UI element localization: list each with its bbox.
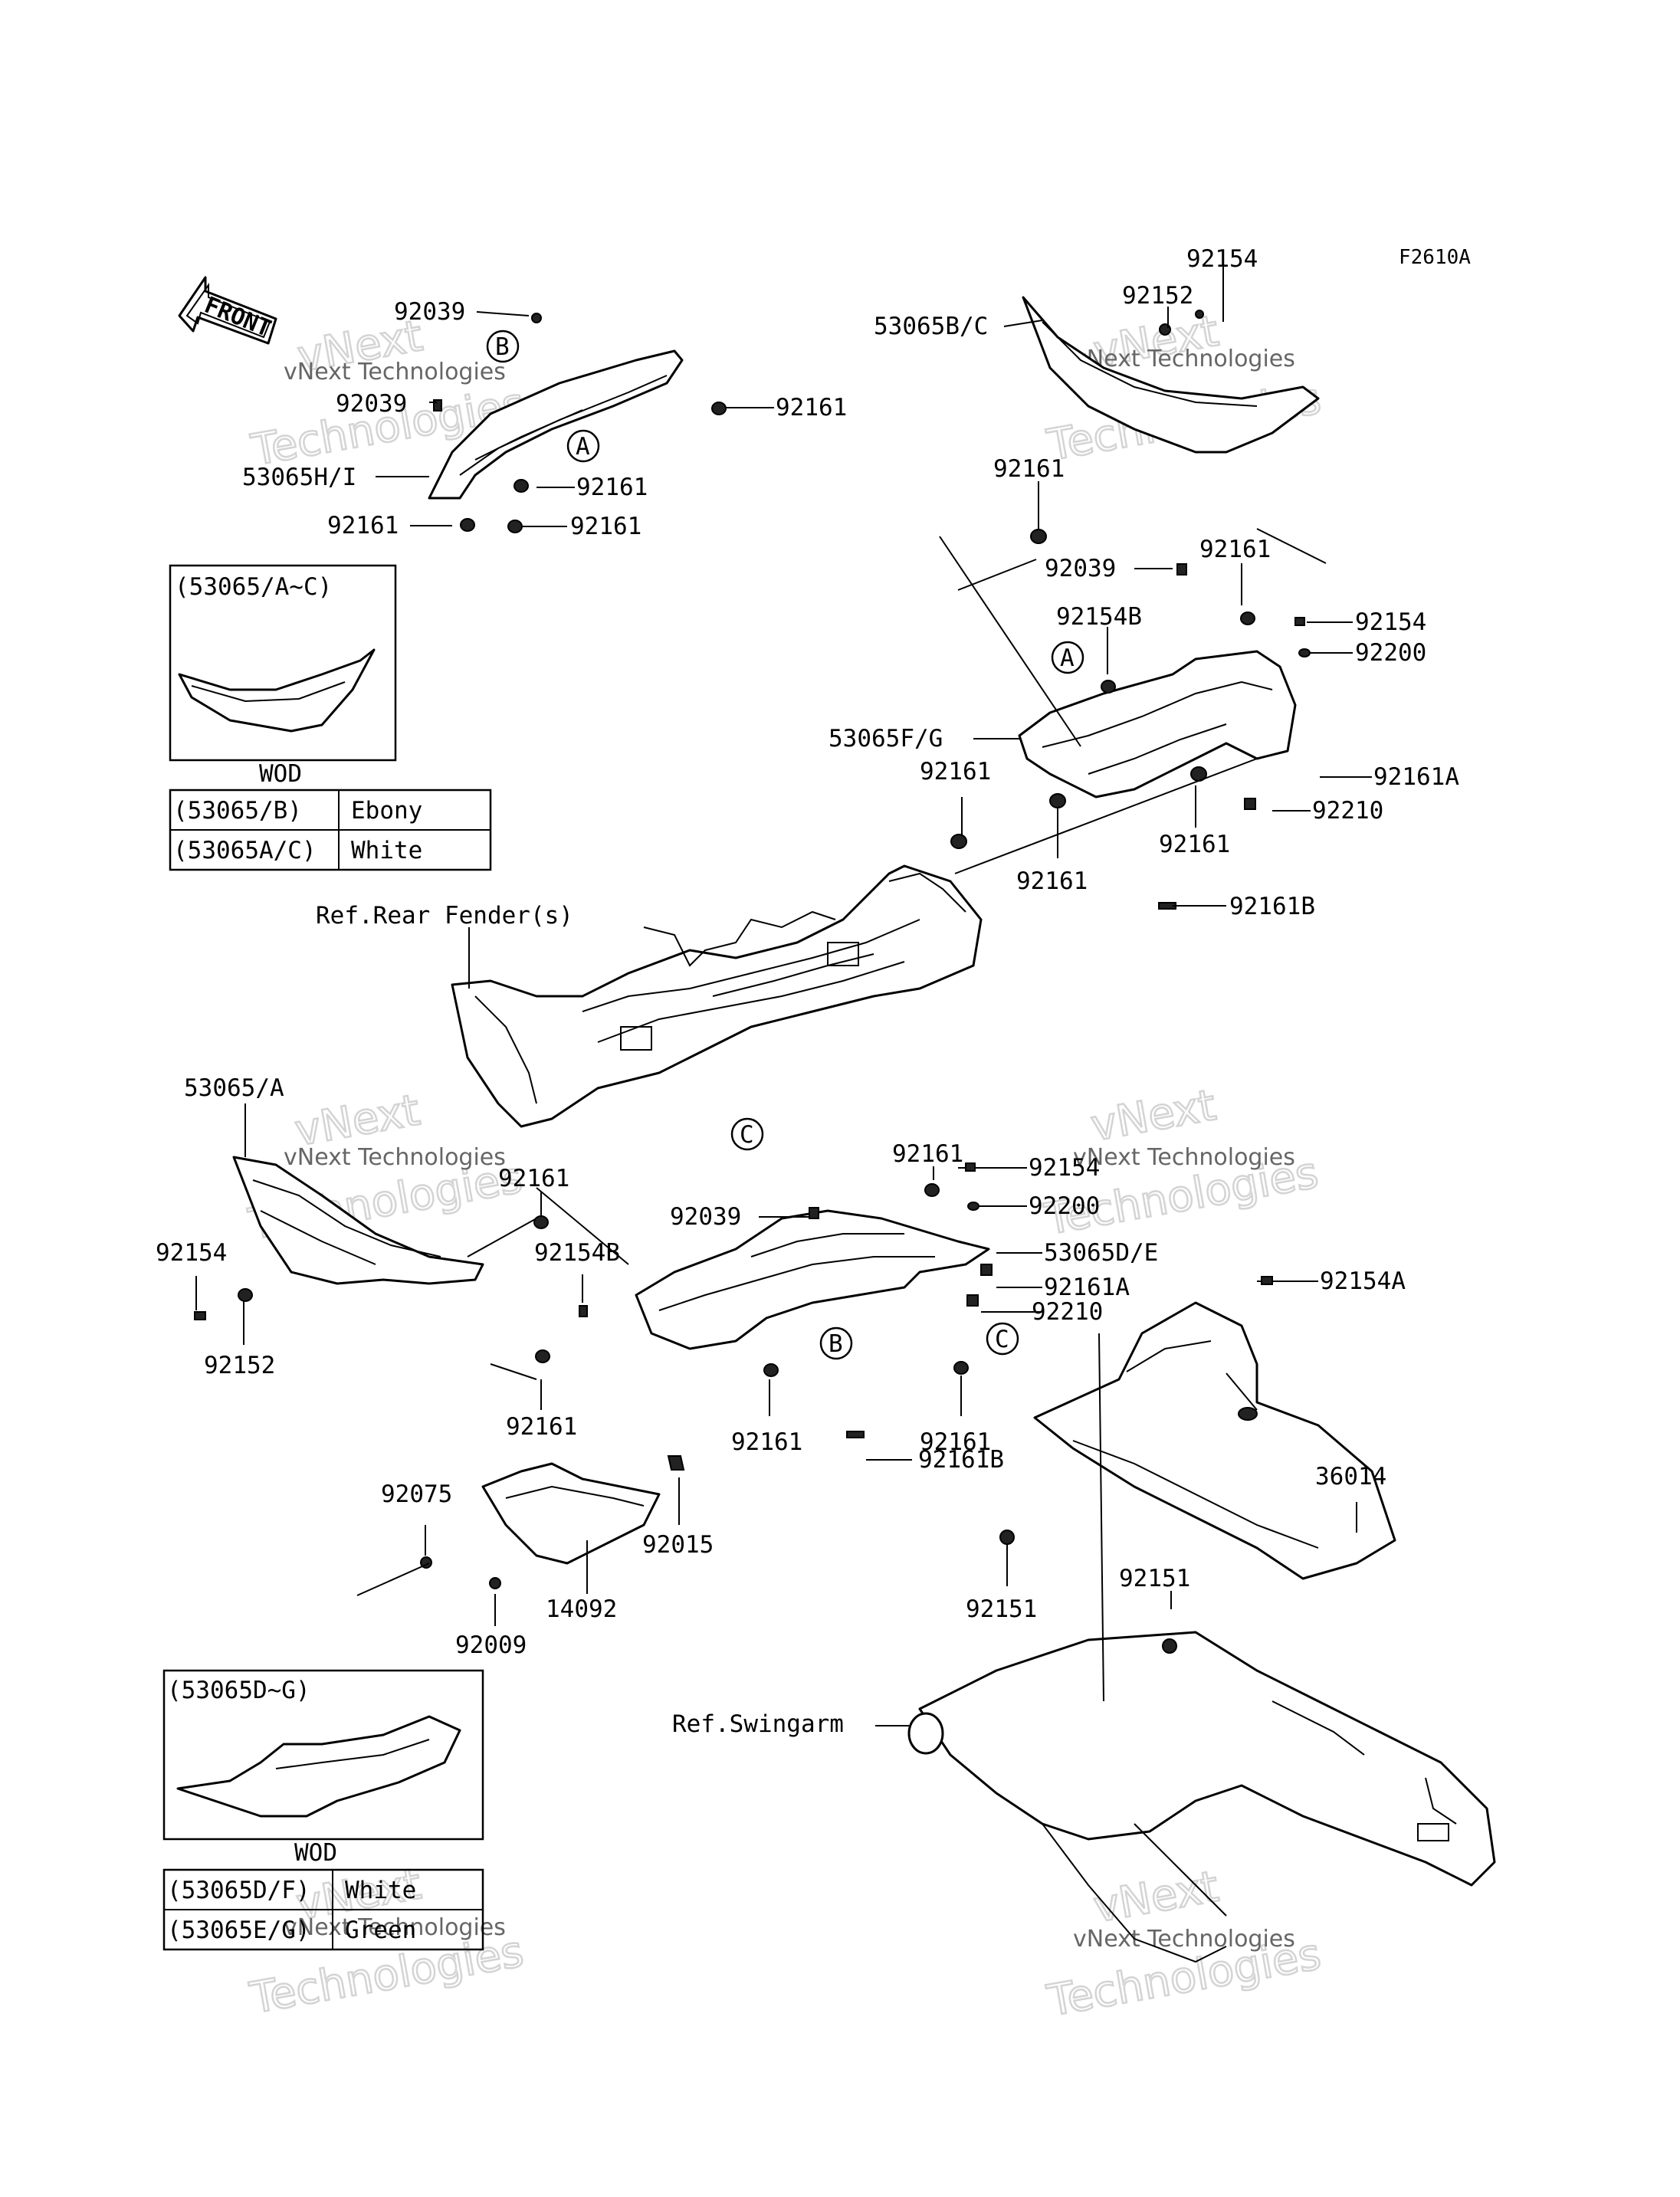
inset-row-color: White [351, 837, 422, 864]
callout-letter: B [495, 333, 510, 361]
part-number: 92161 [892, 1140, 963, 1168]
inset-title: (53065D~G) [167, 1677, 310, 1704]
part-number: 92039 [394, 298, 465, 326]
chain-guard [1033, 1301, 1396, 1580]
seat-cowl-lower [635, 1209, 993, 1438]
part-number: 92039 [336, 390, 407, 418]
diagram-code: F2610A [1399, 246, 1471, 269]
rear-fender-assembly [451, 864, 983, 1128]
watermark-text: vNext Technologies [1073, 1144, 1295, 1171]
heel-guard [420, 1455, 685, 1589]
part-number: 92161 [993, 455, 1065, 483]
part-number: 92154 [1355, 608, 1426, 636]
part-number: 92151 [1119, 1565, 1190, 1592]
part-number: 92161 [576, 474, 648, 501]
watermark-text: vNext Technologies [284, 1144, 506, 1171]
part-number: 92015 [642, 1531, 714, 1559]
part-number: 92161 [1016, 867, 1088, 895]
part-number: 92161 [731, 1428, 802, 1456]
part-number-labels: 92154 92152 53065B/C 92039 92161 92039 5… [156, 245, 1459, 1659]
part-number: 92161A [1044, 1274, 1130, 1301]
side-cover-top-right [1022, 296, 1320, 544]
part-number: 92161A [1373, 763, 1459, 791]
callout-letter: A [576, 433, 590, 461]
swingarm [907, 1631, 1496, 1963]
ref-rear-fender-label: Ref.Rear Fender(s) [316, 902, 573, 930]
part-number: 92154A [1320, 1267, 1406, 1295]
part-number: 92009 [455, 1631, 527, 1659]
part-number: 53065F/G [829, 725, 943, 753]
callout-letter: C [740, 1121, 754, 1149]
part-number: 92154 [1186, 245, 1258, 273]
watermark-text: vNext Technologies [1073, 1926, 1295, 1953]
part-number: 92154B [534, 1239, 620, 1267]
watermark-text: vNext Technologies [1073, 346, 1295, 372]
callout-c-lower: C [986, 1322, 1019, 1356]
part-number: 92161 [506, 1413, 577, 1441]
inset-top: (53065/A~C) WOD (53065/B) Ebony (53065A/… [169, 564, 492, 871]
inset-row-color: White [345, 1877, 416, 1904]
part-number: 92151 [966, 1595, 1037, 1623]
inset-row-code: (53065D/F) [167, 1877, 310, 1904]
callout-a-mid: A [566, 429, 600, 463]
hardware-markers [194, 402, 1311, 1654]
part-number: 92152 [204, 1352, 275, 1379]
tail-cover-top-left [428, 313, 684, 500]
part-number: 92161 [920, 1428, 991, 1456]
part-number: 92039 [670, 1203, 741, 1231]
part-number: 53065/A [184, 1074, 284, 1102]
part-number: 92075 [381, 1481, 452, 1508]
side-cover-lower-left [232, 1156, 484, 1285]
inset-row-code: (53065A/C) [173, 837, 317, 864]
part-number: 92161B [918, 1446, 1004, 1474]
leader-lines [195, 267, 1372, 1702]
inset-row-color: Green [345, 1917, 416, 1944]
watermark-text: vNext Technologies [284, 359, 506, 385]
watermark-text: vNext [1088, 1080, 1219, 1151]
watermark-text: vNext Technologies [284, 1914, 506, 1941]
part-number: 53065D/E [1044, 1239, 1158, 1267]
part-number: 36014 [1315, 1463, 1386, 1490]
inset-row-color: Ebony [351, 797, 422, 825]
seat-cowl-middle [950, 650, 1297, 910]
part-number: 92200 [1355, 639, 1426, 667]
ref-swingarm-label: Ref.Swingarm [672, 1710, 844, 1738]
callout-a-cowl: A [1051, 641, 1084, 674]
inset-row-code: (53065E/G) [167, 1917, 310, 1944]
part-number: 92154 [156, 1239, 227, 1267]
part-number: 14092 [546, 1595, 617, 1623]
part-number: 92152 [1122, 282, 1193, 310]
part-number: 92154 [1029, 1154, 1100, 1182]
callout-letter: C [995, 1326, 1009, 1353]
front-arrow-icon: FRONT [178, 276, 277, 345]
part-number: 92161 [920, 758, 991, 785]
part-number: 92161 [1199, 536, 1271, 563]
part-number: 53065H/I [242, 464, 356, 491]
inset-caption: WOD [259, 760, 302, 788]
inset-row-code: (53065/B) [173, 797, 302, 825]
part-number: 92161 [776, 394, 847, 421]
callout-c-fender: C [730, 1117, 764, 1151]
part-number: 92210 [1032, 1298, 1103, 1326]
inset-bottom: (53065D~G) WOD (53065D/F) White (53065E/… [162, 1669, 484, 1951]
callout-letter: B [829, 1330, 843, 1358]
part-number: 92161B [1229, 893, 1315, 920]
inset-caption: WOD [294, 1839, 337, 1867]
front-arrow-label: FRONT [201, 292, 275, 343]
part-number: 92210 [1312, 797, 1383, 825]
part-number: 92200 [1029, 1192, 1100, 1220]
part-number: 92039 [1045, 555, 1116, 582]
part-number: 92161 [570, 513, 641, 540]
watermark-text: vNext [1090, 1862, 1222, 1933]
callout-a-top: B [486, 330, 520, 363]
inset-title: (53065/A~C) [175, 573, 332, 601]
part-number: 92154B [1056, 603, 1142, 631]
part-number: 92161 [327, 512, 399, 539]
callout-b-lower: B [819, 1326, 853, 1360]
part-number: 53065B/C [874, 313, 988, 340]
part-number: 92161 [498, 1165, 569, 1192]
callout-letter: A [1060, 644, 1075, 672]
part-number: 92161 [1159, 831, 1230, 858]
